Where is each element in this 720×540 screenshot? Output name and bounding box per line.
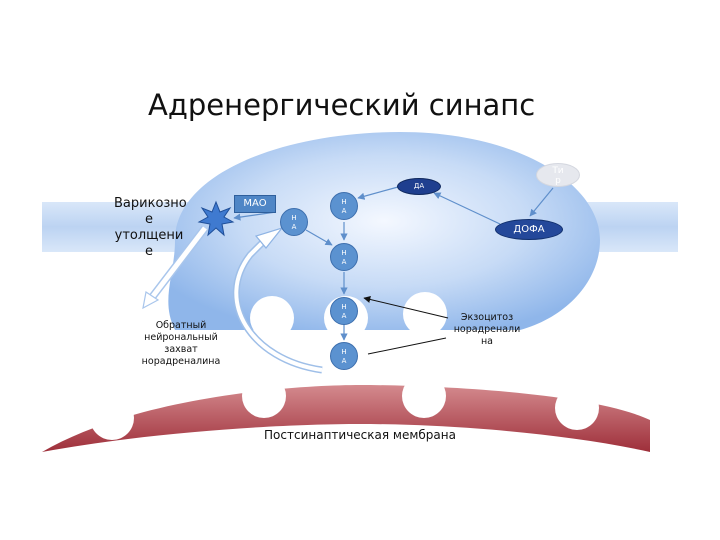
postsynaptic-membrane (42, 385, 650, 452)
metabolite-star-icon (197, 200, 235, 237)
reuptake-label: Обратный нейрональный захват норадренали… (141, 320, 221, 367)
tyrosine-node: Ти р (536, 163, 580, 187)
receptor-site (90, 396, 134, 440)
postsynaptic-label: Постсинаптическая мембрана (264, 428, 456, 442)
release-site (403, 292, 447, 336)
exocytosis-label: Экзоцитоз норадренали на (453, 312, 521, 347)
varicosity-label: Варикозно е утолщени е (114, 196, 187, 259)
receptor-site (402, 374, 446, 418)
da-node: ДА (397, 178, 441, 195)
mao-box: МАО (234, 195, 276, 213)
receptor-site (555, 386, 599, 430)
dopa-node: ДОФА (495, 219, 563, 240)
presynaptic-terminal (168, 132, 601, 330)
release-site (250, 296, 294, 340)
receptor-site (242, 374, 286, 418)
page-title: Адренергический синапс (148, 88, 536, 122)
